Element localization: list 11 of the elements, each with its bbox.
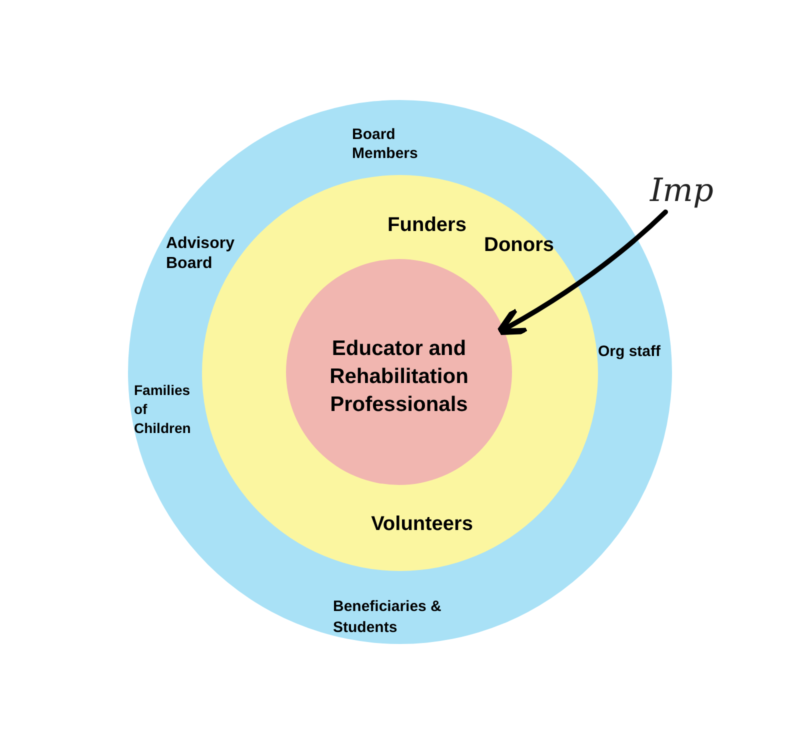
ring-label: Board Members — [352, 125, 419, 163]
ring-label: Org staff — [598, 342, 662, 361]
arrow — [496, 210, 668, 336]
ring-label: Donors — [484, 233, 555, 257]
ring-label: Beneficiaries & Students — [333, 597, 442, 638]
ring-label: Families of Children — [134, 381, 192, 438]
ring-label: Advisory Board — [166, 234, 236, 274]
ring-label: Funders — [386, 213, 468, 238]
ring-label: Educator and Rehabilitation Professionals — [328, 336, 470, 418]
ring-label: Volunteers — [370, 512, 474, 537]
handwritten-note: Imp — [650, 168, 712, 212]
